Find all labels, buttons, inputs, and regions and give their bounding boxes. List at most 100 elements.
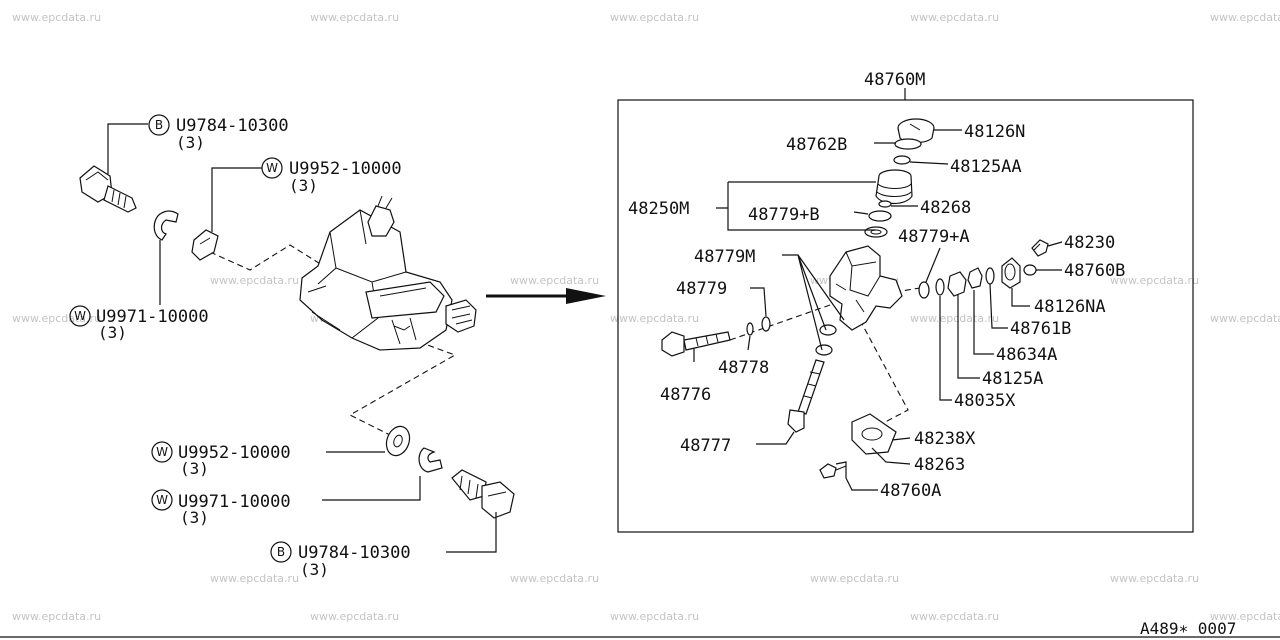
shaft-icon: [787, 359, 825, 433]
marker-circle-icon: [151, 441, 173, 463]
marker-circle-icon: [148, 114, 170, 136]
watermark: www.epcdata.ru: [310, 11, 399, 24]
callout-marker: W: [74, 309, 86, 323]
callout-marker: W: [156, 493, 168, 507]
callout-clip-top: W U9971-10000 (3): [69, 305, 209, 342]
watermark: www.epcdata.ru: [1210, 11, 1280, 24]
part-label-48230: 48230: [1064, 233, 1115, 253]
clip-icon: [418, 447, 443, 473]
exploded-view: 48760M: [617, 70, 1194, 533]
diagram-code: A489∗ 0007: [1140, 619, 1236, 638]
ring-icon: [894, 138, 922, 150]
part-label-48762B: 48762B: [786, 135, 847, 155]
marker-circle-icon: [69, 305, 91, 327]
nut-icon: [967, 267, 983, 289]
callout-bolt-bottom: B U9784-10300 (3): [270, 541, 411, 579]
washer-icon: [746, 322, 754, 336]
cap-icon: [1001, 257, 1021, 289]
clip-icon: [153, 210, 179, 241]
watermark: www.epcdata.ru: [610, 11, 699, 24]
bolt-icon: [451, 469, 515, 519]
callout-part-number: U9971-10000: [96, 307, 209, 327]
watermark: www.epcdata.ru: [1110, 572, 1199, 585]
part-label-48238X: 48238X: [914, 429, 976, 449]
bolt-icon: [1031, 239, 1049, 257]
watermark: www.epcdata.ru: [510, 274, 599, 287]
callout-quantity: (3): [176, 133, 205, 152]
housing-icon: [829, 245, 903, 331]
washer-icon: [918, 281, 930, 299]
watermark: www.epcdata.ru: [610, 610, 699, 623]
callout-quantity: (3): [180, 508, 209, 527]
watermark: www.epcdata.ru: [12, 312, 101, 325]
callout-part-number: U9784-10300: [298, 543, 411, 563]
part-label-48779: 48779: [676, 279, 727, 299]
watermark: www.epcdata.ru: [1210, 312, 1280, 325]
part-label-48634A: 48634A: [996, 345, 1057, 365]
part-label-48268: 48268: [920, 198, 971, 218]
steering-gear-box-icon: [299, 195, 477, 351]
watermark: www.epcdata.ru: [810, 572, 899, 585]
part-label-48760B: 48760B: [1064, 261, 1125, 281]
callout-bolt-top: B U9784-10300 (3): [148, 114, 289, 152]
callout-quantity: (3): [98, 323, 127, 342]
callout-part-number: U9971-10000: [178, 492, 291, 512]
washer-icon: [893, 155, 911, 165]
part-label-48126N: 48126N: [964, 122, 1025, 142]
washer-icon: [819, 324, 837, 336]
part-label-48779A: 48779+A: [898, 227, 970, 247]
part-label-48778: 48778: [718, 358, 769, 378]
dashed-leader: [348, 334, 457, 436]
callout-marker: B: [277, 545, 285, 559]
watermark: www.epcdata.ru: [610, 312, 699, 325]
watermark: www.epcdata.ru: [910, 610, 999, 623]
watermark: www.epcdata.ru: [910, 11, 999, 24]
watermark: www.epcdata.ru: [1210, 610, 1280, 623]
callout-part-number: U9952-10000: [178, 443, 291, 463]
nut-icon: [947, 271, 967, 297]
marker-circle-icon: [261, 157, 283, 179]
bolt-icon: [661, 331, 731, 357]
part-label-48125A: 48125A: [982, 369, 1043, 389]
callout-marker: B: [155, 118, 163, 132]
callout-washer-top: W U9952-10000 (3): [261, 157, 402, 195]
callout-quantity: (3): [289, 176, 318, 195]
washer-icon: [878, 200, 892, 208]
assembly-label: 48760M: [864, 70, 925, 90]
part-label-48250M: 48250M: [628, 199, 689, 219]
left-assembly: B U9784-10300 (3) W U9952-10000 (3) W U9…: [69, 114, 515, 579]
assembly-frame: [617, 99, 1194, 533]
callout-part-number: U9784-10300: [176, 116, 289, 136]
watermark: www.epcdata.ru: [1110, 274, 1199, 287]
boot-icon: [875, 169, 913, 205]
marker-circle-icon: [270, 541, 292, 563]
watermark: www.epcdata.ru: [12, 610, 101, 623]
watermark: www.epcdata.ru: [910, 312, 999, 325]
plate-icon: [851, 413, 897, 455]
washer-icon: [385, 425, 411, 457]
part-label-48035X: 48035X: [954, 391, 1016, 411]
watermark: www.epcdata.ru: [210, 274, 299, 287]
watermark: www.epcdata.ru: [310, 610, 399, 623]
bearing-icon: [864, 210, 892, 238]
part-label-48760A: 48760A: [880, 481, 941, 501]
part-label-48779M: 48779M: [694, 247, 755, 267]
callout-marker: W: [266, 161, 278, 175]
dashed-leader: [209, 244, 331, 271]
part-label-48126NA: 48126NA: [1034, 297, 1106, 317]
washer-icon: [935, 278, 945, 296]
callout-clip-bottom: W U9971-10000 (3): [151, 489, 291, 527]
bolt-icon: [819, 463, 847, 479]
dashed-leader: [859, 319, 909, 431]
part-label-48779B: 48779+B: [748, 205, 820, 225]
marker-circle-icon: [151, 489, 173, 511]
part-label-48125AA: 48125AA: [950, 157, 1022, 177]
part-label-48761B: 48761B: [1010, 319, 1071, 339]
washer-icon: [815, 344, 833, 356]
part-label-48776: 48776: [660, 385, 711, 405]
watermark: www.epcdata.ru: [210, 572, 299, 585]
callout-marker: W: [156, 445, 168, 459]
nut-icon: [1023, 264, 1037, 276]
